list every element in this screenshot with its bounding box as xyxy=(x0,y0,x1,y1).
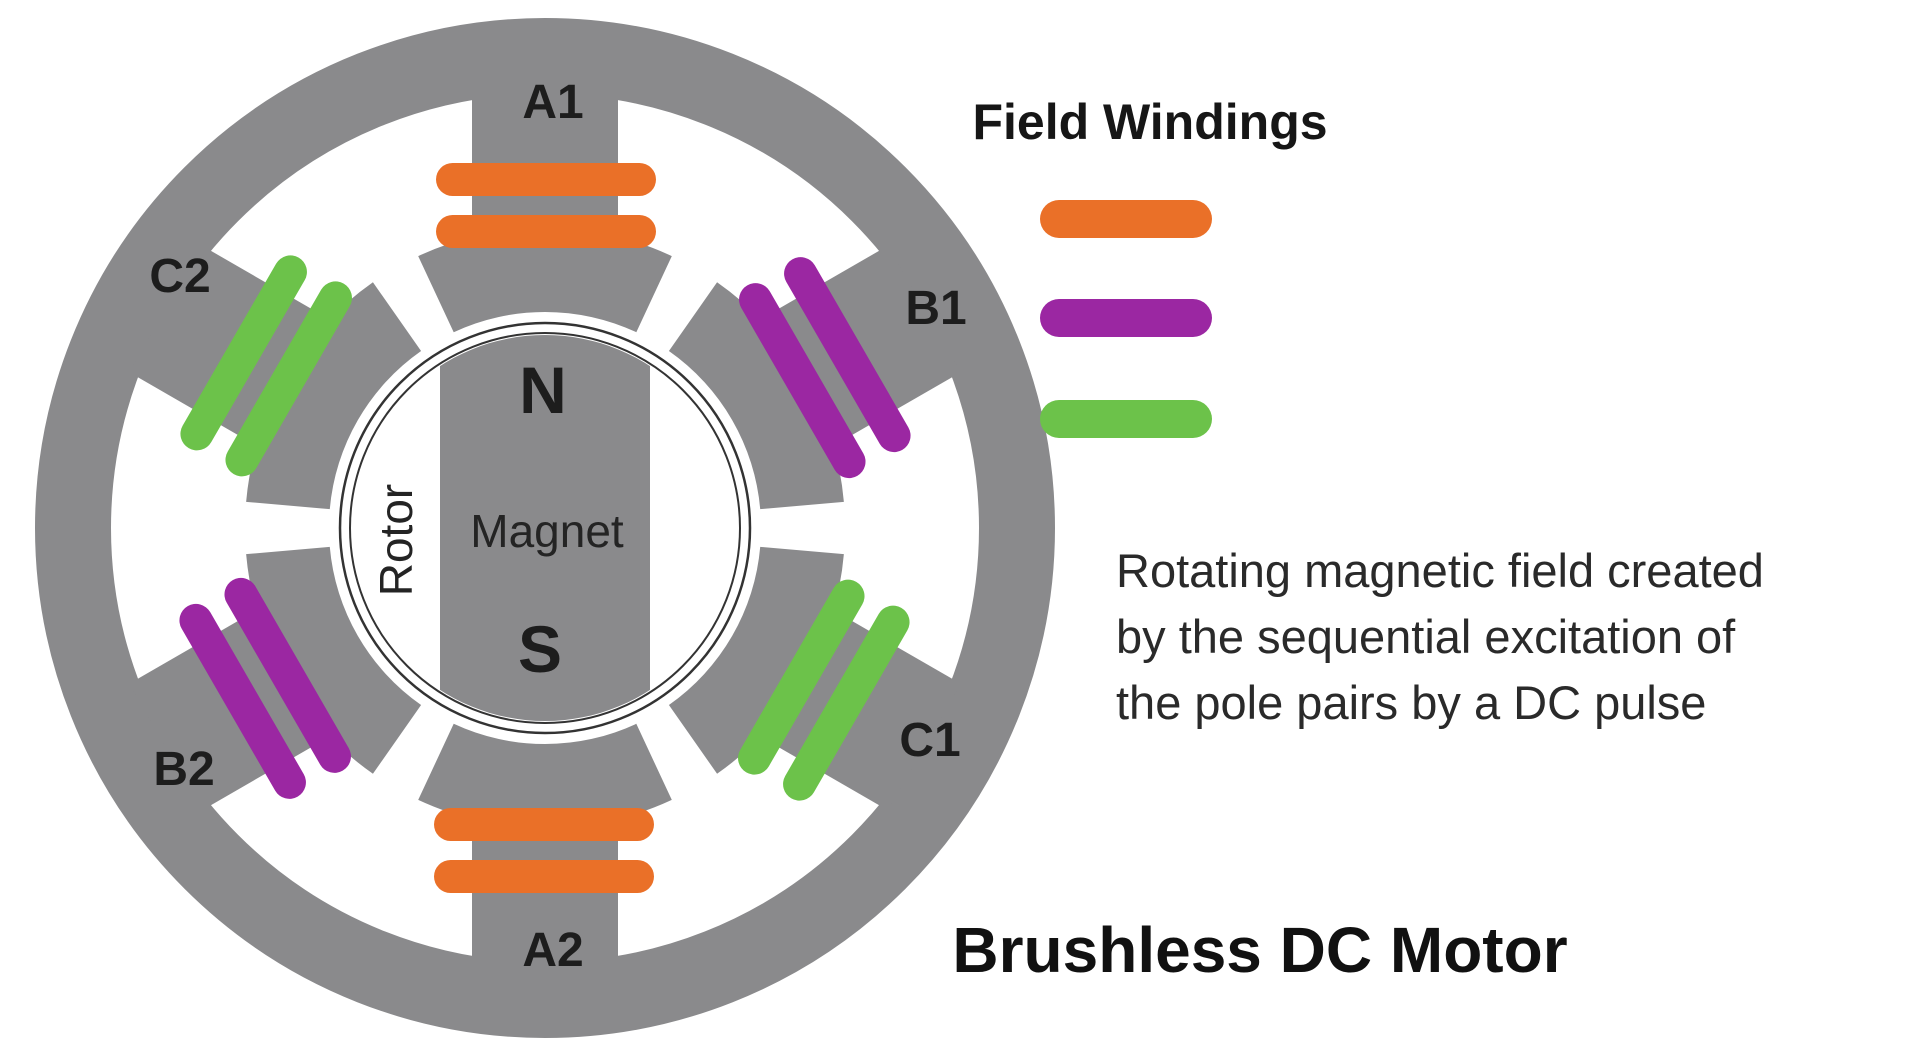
pole-shoe xyxy=(418,723,672,829)
winding-c2-outer xyxy=(180,255,307,451)
stator-pole-b1 xyxy=(668,245,961,510)
pole-label-a2: A2 xyxy=(522,924,584,977)
pole-shoe xyxy=(668,546,844,774)
winding-b2-outer xyxy=(179,603,306,799)
pole-shoe xyxy=(246,546,422,774)
winding-b1-inner xyxy=(739,283,866,479)
winding-a2-outer xyxy=(434,860,654,893)
stator-ring xyxy=(35,18,1055,1038)
winding-b1-outer xyxy=(784,257,911,453)
legend-swatch-phase-b xyxy=(1040,299,1212,337)
pole-shoe xyxy=(668,282,844,510)
winding-c1-inner xyxy=(738,579,865,775)
stator-pole-a2 xyxy=(418,723,672,966)
legend-heading: Field Windings xyxy=(972,94,1328,150)
rotor-label: Rotor xyxy=(370,483,422,597)
winding-c2-inner xyxy=(225,281,352,477)
stator-pole-c1 xyxy=(668,546,961,811)
winding-b2-inner xyxy=(224,577,351,773)
winding-a1-outer xyxy=(436,163,656,196)
stator-pole-c2 xyxy=(129,245,422,510)
stator-pole-b2 xyxy=(129,546,422,811)
winding-a2-inner xyxy=(434,808,654,841)
pole-shoe xyxy=(418,227,672,333)
pole-label-a1: A1 xyxy=(522,76,584,129)
winding-a1-inner xyxy=(436,215,656,248)
stator-pole-a1 xyxy=(418,90,672,333)
page-title: Brushless DC Motor xyxy=(952,914,1568,986)
legend-swatch-phase-a xyxy=(1040,200,1212,238)
rotor-magnet-bar xyxy=(440,335,650,721)
pole-label-b1: B1 xyxy=(905,282,967,335)
magnet-label: Magnet xyxy=(470,505,624,557)
pole-label-c1: C1 xyxy=(899,714,961,767)
legend-swatch-phase-c xyxy=(1040,400,1212,438)
winding-c1-outer xyxy=(783,605,910,801)
pole-label-c2: C2 xyxy=(149,250,211,303)
magnet-south-label: S xyxy=(517,612,563,686)
magnet-north-label: N xyxy=(519,353,567,427)
pole-shoe xyxy=(246,282,422,510)
pole-label-b2: B2 xyxy=(153,743,215,796)
caption-text: Rotating magnetic field created by the s… xyxy=(1116,544,1764,729)
